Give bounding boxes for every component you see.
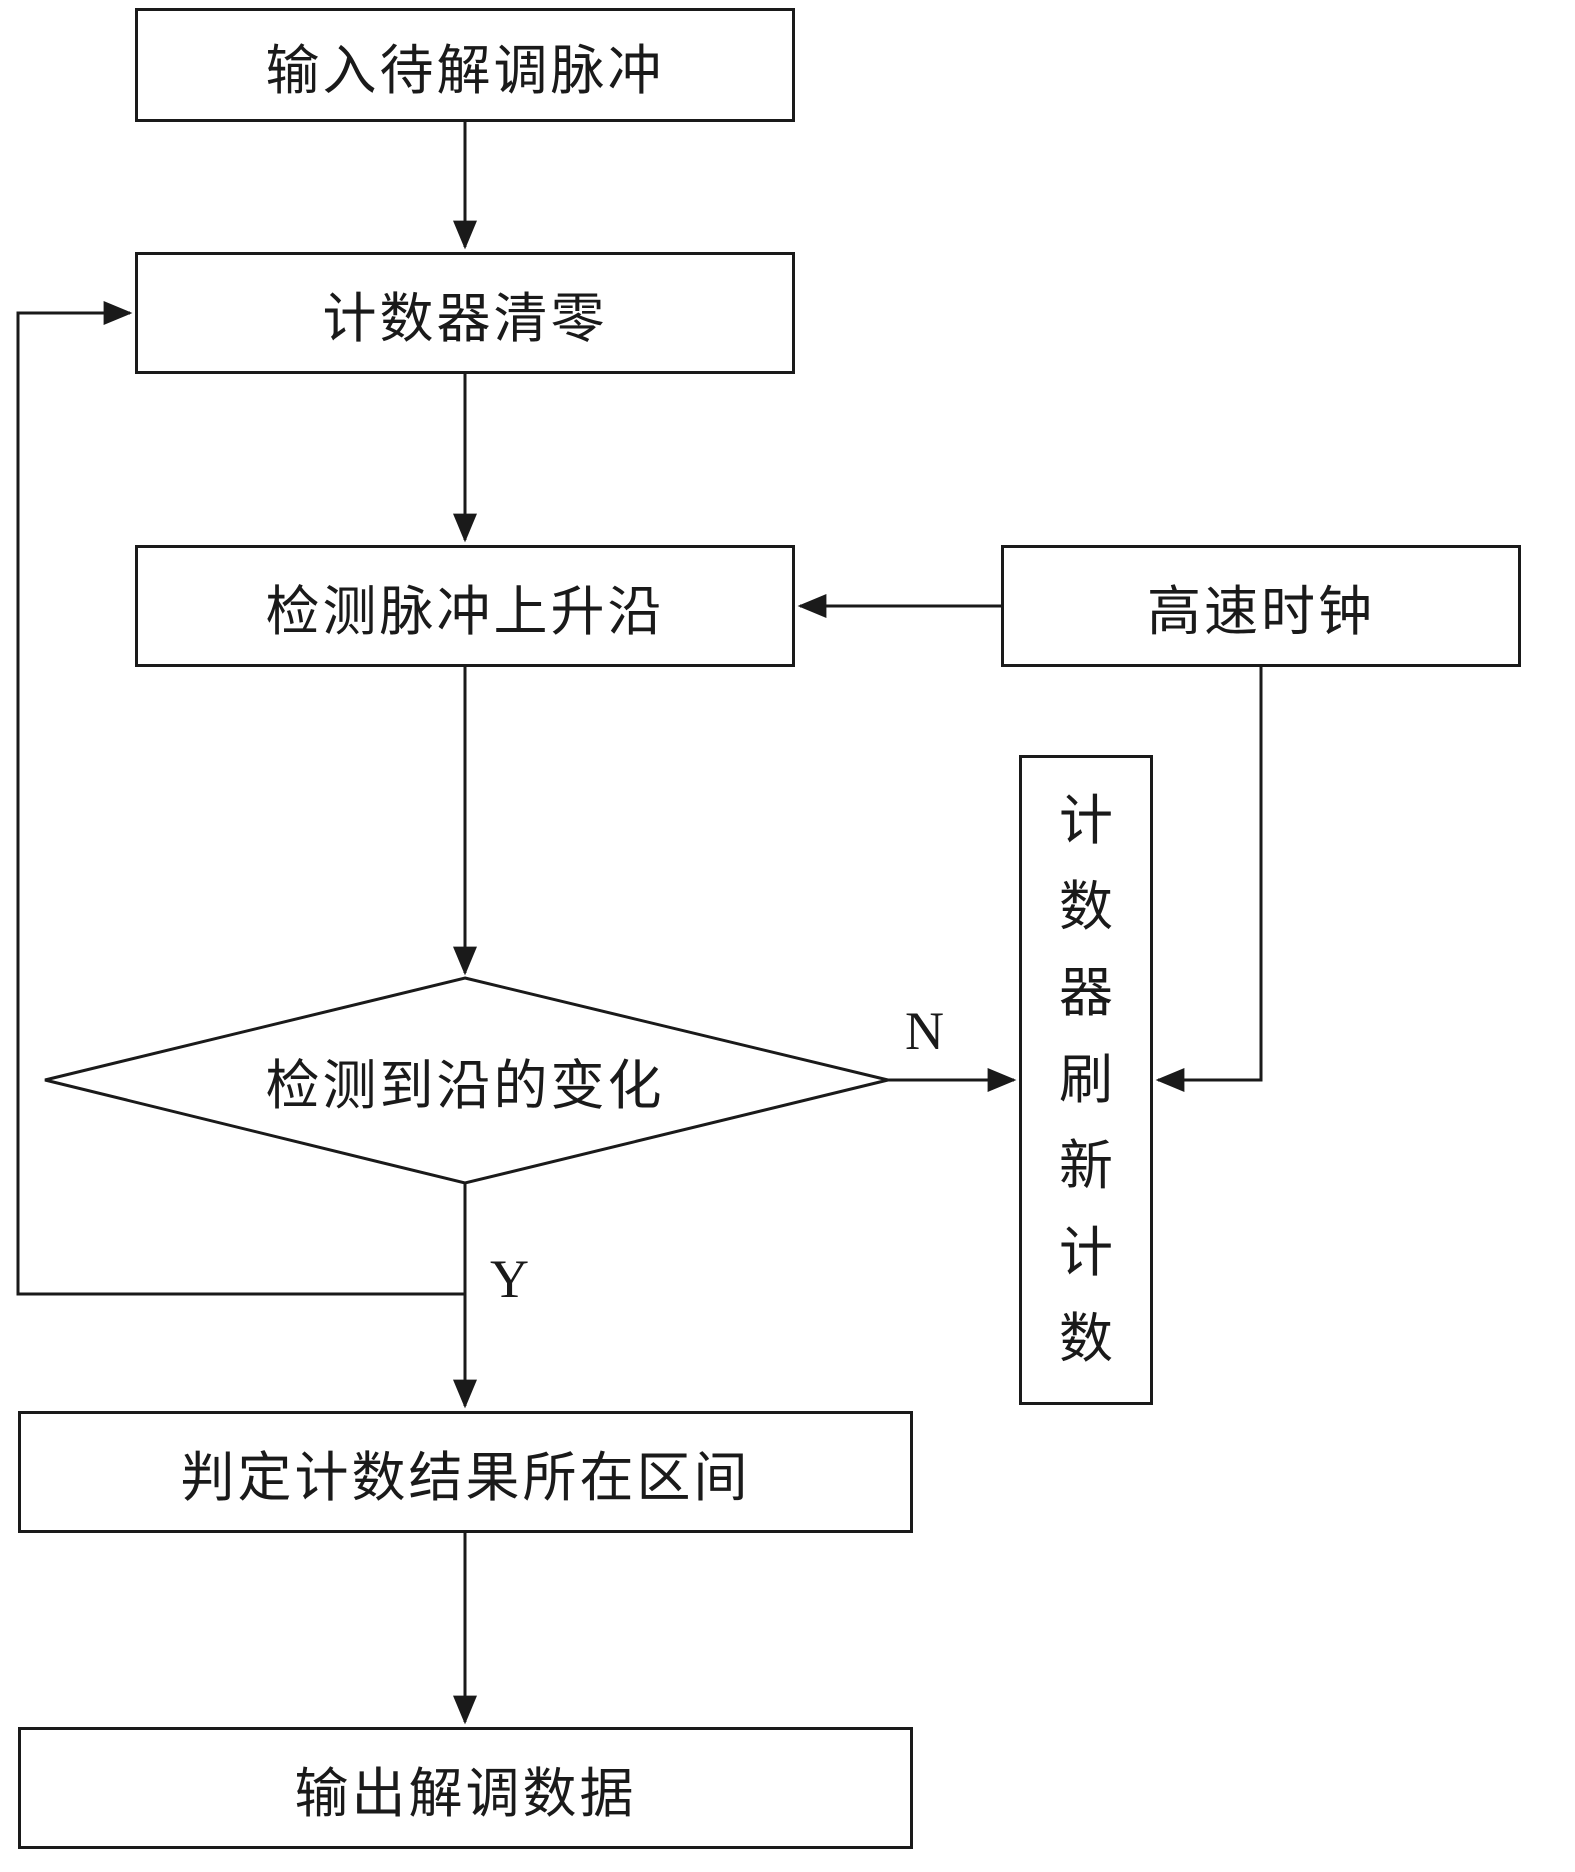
flow-node-judge-interval-label: 判定计数结果所在区间: [180, 1447, 751, 1508]
flow-decision-edge-change-label: 检测到沿的变化: [265, 1055, 665, 1116]
branch-label-no-text: N: [905, 1001, 944, 1061]
branch-label-no: N: [905, 1000, 944, 1062]
flow-decision-edge-change: 检测到沿的变化: [105, 1030, 825, 1130]
flow-node-counter-clear-label: 计数器清零: [322, 288, 608, 349]
branch-label-yes-text: Y: [490, 1249, 529, 1309]
connector-clock-to-refresh: [1155, 667, 1263, 1092]
flow-node-detect-rising-edge: 检测脉冲上升沿: [135, 545, 795, 667]
connector-yes-loopback-to-clear: [16, 301, 465, 1296]
flow-node-input-pulse-label: 输入待解调脉冲: [265, 40, 665, 101]
flow-node-counter-refresh: 计数器刷新计数: [1019, 755, 1153, 1405]
flow-node-high-speed-clock-label: 高速时钟: [1147, 581, 1375, 642]
branch-label-yes: Y: [490, 1248, 529, 1310]
flow-node-output-data-label: 输出解调数据: [294, 1763, 637, 1824]
flow-node-counter-refresh-label: 计数器刷新计数: [1059, 790, 1113, 1369]
flow-node-detect-rising-edge-label: 检测脉冲上升沿: [265, 581, 665, 642]
flow-node-high-speed-clock: 高速时钟: [1001, 545, 1521, 667]
flow-node-counter-clear: 计数器清零: [135, 252, 795, 374]
flow-node-judge-interval: 判定计数结果所在区间: [18, 1411, 913, 1533]
flow-node-input-pulse: 输入待解调脉冲: [135, 8, 795, 122]
flow-node-output-data: 输出解调数据: [18, 1727, 913, 1849]
